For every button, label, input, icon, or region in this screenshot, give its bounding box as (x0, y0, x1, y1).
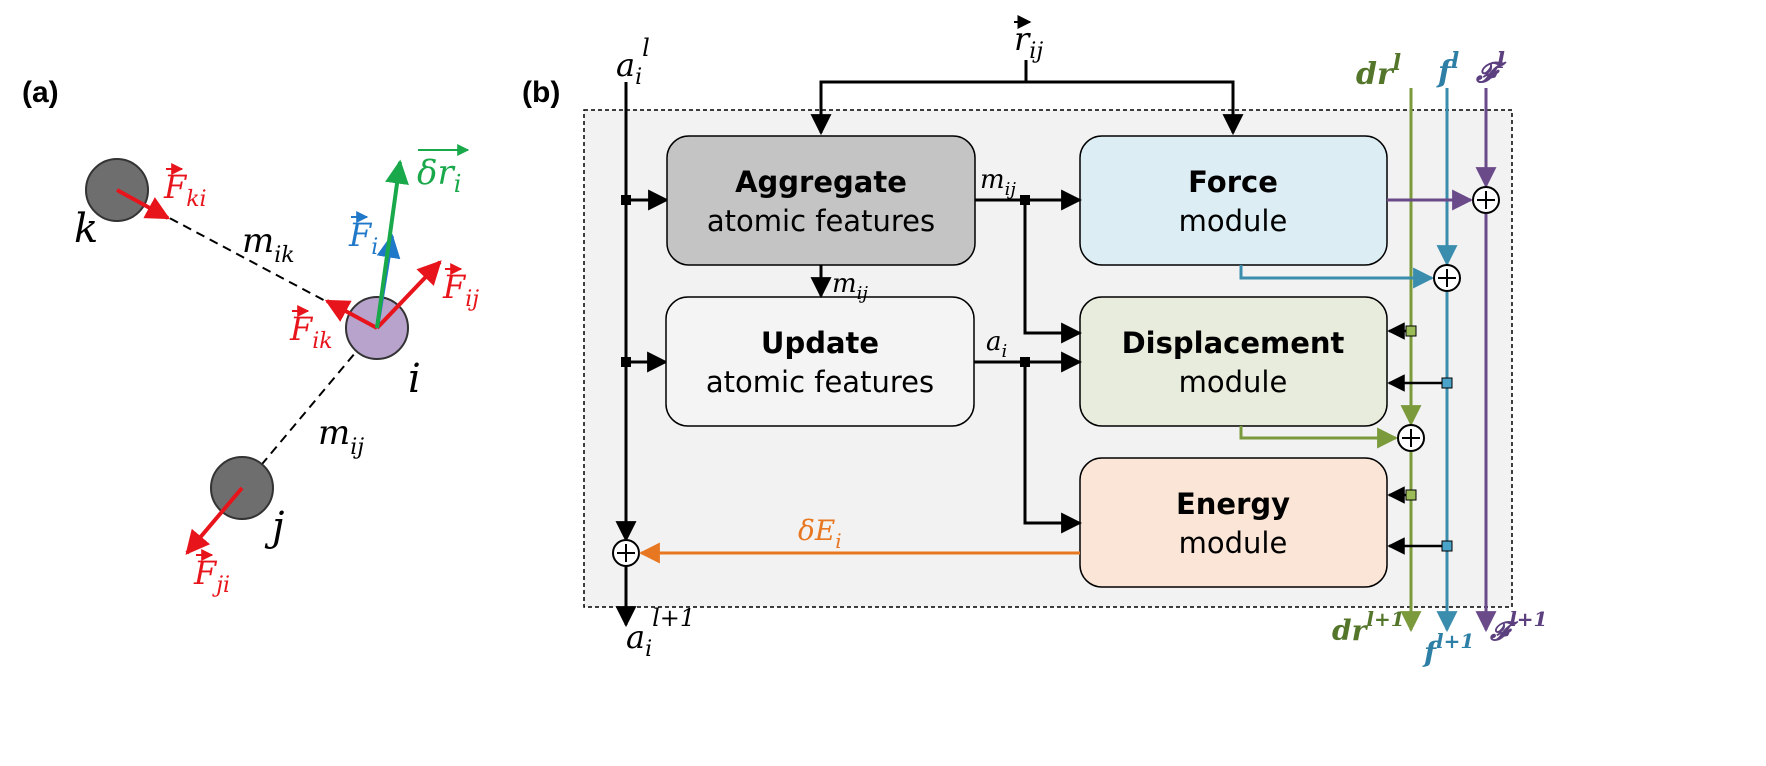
atom-k-label: k (74, 206, 98, 252)
svg-text:Fik: Fik (289, 310, 333, 354)
panel-b-label: (b) (522, 76, 560, 109)
delta-e-label: δEi (798, 514, 842, 553)
a-next-output-label: ail+1 (626, 604, 695, 662)
panel-a-label: (a) (22, 76, 59, 109)
force-ij-arrow (375, 260, 442, 330)
dr-next-label: drl+1 (1332, 607, 1405, 647)
displacement-subtitle: module (1179, 365, 1288, 399)
svg-text:ail: ail (616, 34, 650, 90)
force-subtitle: module (1179, 204, 1288, 238)
force-title: Force (1188, 165, 1278, 199)
atom-j-label: j (264, 504, 284, 550)
svg-text:Fi: Fi (348, 216, 378, 260)
sum-node-F (1472, 186, 1500, 214)
aggregate-subtitle: atomic features (707, 204, 935, 238)
atom-i-label: i (408, 356, 421, 402)
force-ij-label: Fij (442, 263, 479, 312)
force-ik-arrow (324, 299, 378, 330)
force-ki-label: Fki (163, 163, 207, 212)
F-l-label: 𝓕l (1475, 48, 1507, 89)
r-ij-distribution (810, 80, 1244, 136)
svg-text:δri: δri (417, 153, 461, 198)
bond-ij-label: mij (318, 413, 364, 460)
junction-aggregate (621, 195, 631, 205)
force-ji-label: Fji (193, 549, 230, 598)
junction-a-i (1020, 357, 1030, 367)
f-next-label: fl+1 (1422, 629, 1474, 669)
svg-text:Fij: Fij (442, 268, 479, 312)
F-next-label: 𝓕l+1 (1489, 607, 1547, 647)
svg-text:Fki: Fki (163, 168, 207, 212)
a-l-input-label: ail (616, 34, 650, 90)
energy-title: Energy (1176, 487, 1290, 521)
junction-update (621, 357, 631, 367)
tap-f-displacement (1441, 377, 1453, 389)
a-i-edge-label: ai (986, 327, 1007, 362)
energy-subtitle: module (1179, 526, 1288, 560)
displacement-label: δri (417, 144, 470, 198)
displacement-title: Displacement (1122, 326, 1345, 360)
f-l-label: fl (1436, 48, 1459, 90)
edge-force-to-f-sum (1239, 265, 1435, 289)
sum-node-atom (612, 539, 640, 567)
update-title: Update (761, 326, 879, 360)
force-ik-label: Fik (289, 305, 333, 354)
bond-ik-label: mik (242, 221, 295, 268)
m-ij-down-label: mij (832, 269, 868, 304)
aggregate-title: Aggregate (735, 165, 907, 199)
update-subtitle: atomic features (706, 365, 934, 399)
force-ki-arrow (116, 188, 171, 220)
tap-dr-energy (1405, 489, 1417, 501)
edge-a-i-to-energy (1023, 367, 1083, 534)
bond-ij (241, 327, 377, 489)
sum-node-dr (1397, 424, 1425, 452)
edge-m-ij-to-displacement (1023, 205, 1083, 344)
dr-l-label: drl (1356, 50, 1401, 92)
m-ij-right-label: mij (980, 165, 1016, 200)
svg-text:Fji: Fji (193, 554, 230, 598)
net-force-label: Fi (348, 211, 378, 260)
displacement-module: Displacement module (1079, 296, 1388, 427)
aggregate-module: Aggregate atomic features (666, 135, 976, 266)
svg-text:rij: rij (1014, 20, 1043, 64)
force-module: Force module (1079, 135, 1388, 266)
edge-displacement-to-dr-sum (1239, 426, 1399, 449)
energy-module: Energy module (1079, 457, 1388, 588)
force-ji-arrow (185, 486, 244, 555)
r-ij-label: rij (1014, 15, 1043, 64)
displacement-arrow (375, 159, 409, 329)
tap-f-energy (1441, 540, 1453, 552)
junction-m-ij (1020, 195, 1030, 205)
update-module: Update atomic features (665, 296, 975, 427)
tap-dr-displacement (1405, 325, 1417, 337)
svg-text:ail+1: ail+1 (626, 604, 695, 662)
sum-node-f (1433, 264, 1461, 292)
